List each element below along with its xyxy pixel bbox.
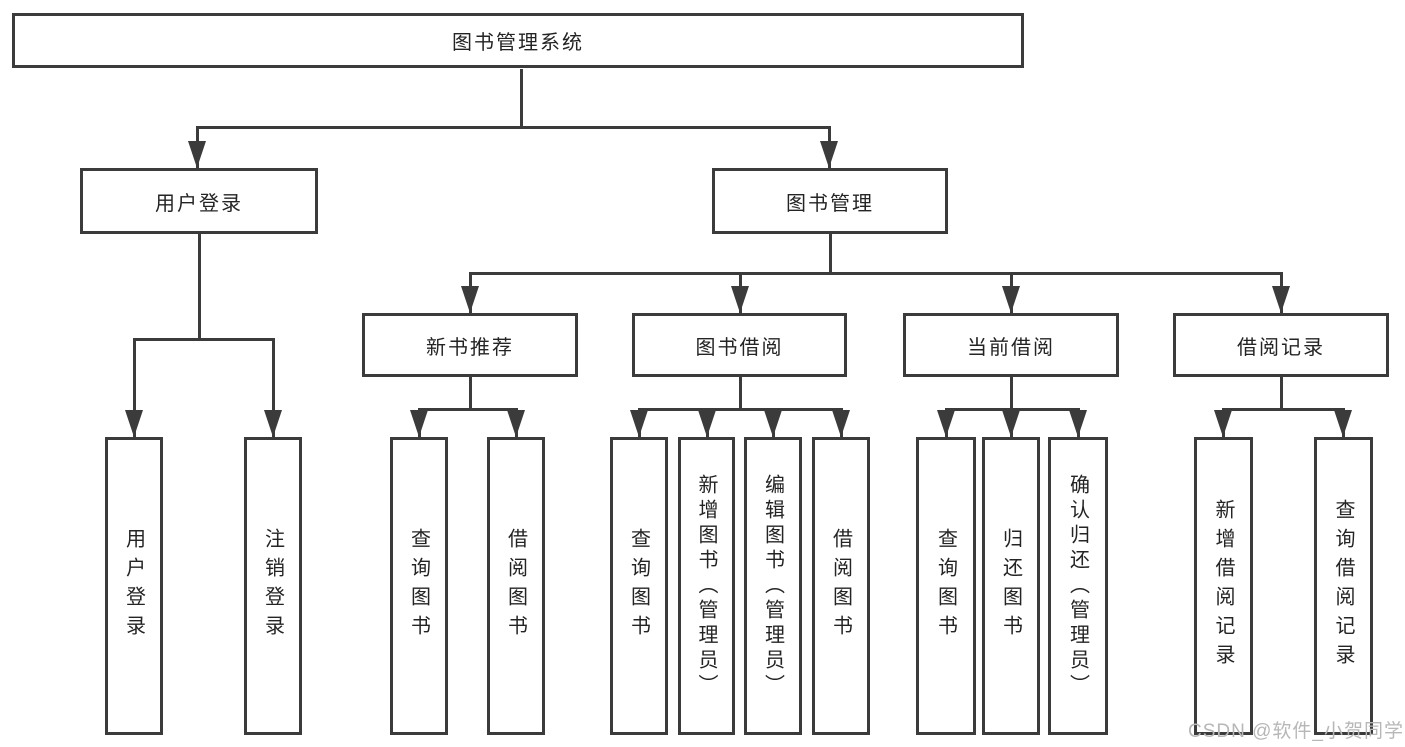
connector-vline bbox=[197, 234, 201, 341]
node-current-borrowing-label: 当前借阅 bbox=[967, 336, 1055, 359]
node-book-borrowing: 图书借阅 bbox=[632, 313, 847, 377]
node-new-book-recommend-label: 新书推荐 bbox=[426, 336, 514, 359]
connector-hline bbox=[132, 337, 275, 341]
arrowhead-down-icon bbox=[1069, 410, 1087, 437]
arrowhead-down-icon bbox=[507, 410, 525, 437]
arrowhead-down-icon bbox=[1334, 410, 1352, 437]
arrowhead-down-icon bbox=[410, 410, 428, 437]
leaf-bb-query-books: 查询图书 bbox=[610, 437, 668, 735]
leaf-bb-add-books-admin: 新增图书（管理员） bbox=[678, 437, 735, 735]
leaf-nbr-query-books-label: 查询图书 bbox=[407, 528, 430, 644]
leaf-br-add-borrow-record: 新增借阅记录 bbox=[1194, 437, 1253, 735]
leaf-user-login-label: 用户登录 bbox=[122, 528, 145, 644]
leaf-cb-query-books-label: 查询图书 bbox=[934, 528, 957, 644]
arrowhead-down-icon bbox=[630, 410, 648, 437]
node-user-login: 用户登录 bbox=[80, 168, 318, 234]
arrowhead-down-icon bbox=[731, 286, 749, 313]
connector-vline bbox=[468, 377, 472, 411]
node-book-management-label: 图书管理 bbox=[786, 192, 874, 215]
arrowhead-down-icon bbox=[937, 410, 955, 437]
connector-vline bbox=[519, 69, 523, 129]
connector-vline bbox=[132, 338, 136, 437]
arrowhead-down-icon bbox=[1002, 410, 1020, 437]
leaf-br-query-borrow-record: 查询借阅记录 bbox=[1314, 437, 1373, 735]
connector-vline bbox=[271, 338, 275, 437]
arrowhead-down-icon bbox=[1272, 286, 1290, 313]
node-user-login-label: 用户登录 bbox=[155, 192, 243, 215]
arrowhead-down-icon bbox=[820, 141, 838, 168]
connector-vline bbox=[1009, 377, 1013, 411]
arrowhead-down-icon bbox=[698, 410, 716, 437]
node-book-borrowing-label: 图书借阅 bbox=[695, 336, 784, 359]
arrowhead-down-icon bbox=[1002, 286, 1020, 313]
connector-hline bbox=[417, 407, 518, 411]
node-new-book-recommend: 新书推荐 bbox=[362, 313, 578, 377]
leaf-bb-borrow-books-label: 借阅图书 bbox=[829, 528, 852, 644]
leaf-user-login: 用户登录 bbox=[105, 437, 163, 735]
arrowhead-down-icon bbox=[461, 286, 479, 313]
connector-vline bbox=[1279, 377, 1283, 411]
leaf-bb-edit-books-admin-label: 编辑图书（管理员） bbox=[761, 473, 784, 699]
leaf-logout: 注销登录 bbox=[244, 437, 302, 735]
leaf-nbr-query-books: 查询图书 bbox=[390, 437, 448, 735]
connector-hline bbox=[195, 125, 831, 129]
leaf-cb-return-books: 归还图书 bbox=[982, 437, 1040, 735]
leaf-br-add-borrow-record-label: 新增借阅记录 bbox=[1212, 499, 1234, 673]
leaf-br-query-borrow-record-label: 查询借阅记录 bbox=[1332, 499, 1354, 673]
connector-vline bbox=[828, 234, 832, 275]
leaf-nbr-borrow-books-label: 借阅图书 bbox=[504, 528, 527, 644]
leaf-cb-return-books-label: 归还图书 bbox=[999, 528, 1022, 644]
node-current-borrowing: 当前借阅 bbox=[903, 313, 1119, 377]
leaf-bb-add-books-admin-label: 新增图书（管理员） bbox=[695, 473, 717, 699]
arrowhead-down-icon bbox=[125, 410, 143, 437]
node-book-management: 图书管理 bbox=[712, 168, 948, 234]
leaf-cb-confirm-return-admin-label: 确认归还（管理员） bbox=[1066, 473, 1089, 699]
leaf-bb-borrow-books: 借阅图书 bbox=[812, 437, 870, 735]
connector-vline bbox=[738, 377, 742, 411]
leaf-nbr-borrow-books: 借阅图书 bbox=[487, 437, 545, 735]
leaf-bb-edit-books-admin: 编辑图书（管理员） bbox=[744, 437, 802, 735]
arrowhead-down-icon bbox=[832, 410, 850, 437]
node-root-library-system: 图书管理系统 bbox=[12, 13, 1024, 68]
leaf-bb-query-books-label: 查询图书 bbox=[627, 528, 650, 644]
connector-hline bbox=[944, 407, 1080, 411]
leaf-cb-query-books: 查询图书 bbox=[916, 437, 976, 735]
node-borrowing-records: 借阅记录 bbox=[1173, 313, 1389, 377]
node-root-label: 图书管理系统 bbox=[452, 32, 584, 54]
arrowhead-down-icon bbox=[1214, 410, 1232, 437]
connector-hline bbox=[1221, 407, 1345, 411]
arrowhead-down-icon bbox=[188, 141, 206, 168]
arrowhead-down-icon bbox=[264, 410, 282, 437]
arrowhead-down-icon bbox=[764, 410, 782, 437]
connector-hline bbox=[637, 407, 843, 411]
leaf-cb-confirm-return-admin: 确认归还（管理员） bbox=[1048, 437, 1108, 735]
node-borrowing-records-label: 借阅记录 bbox=[1237, 336, 1325, 359]
watermark: CSDN @软件_小贺同学 bbox=[1188, 721, 1404, 742]
leaf-logout-label: 注销登录 bbox=[261, 528, 284, 644]
connector-hline bbox=[468, 271, 1283, 275]
